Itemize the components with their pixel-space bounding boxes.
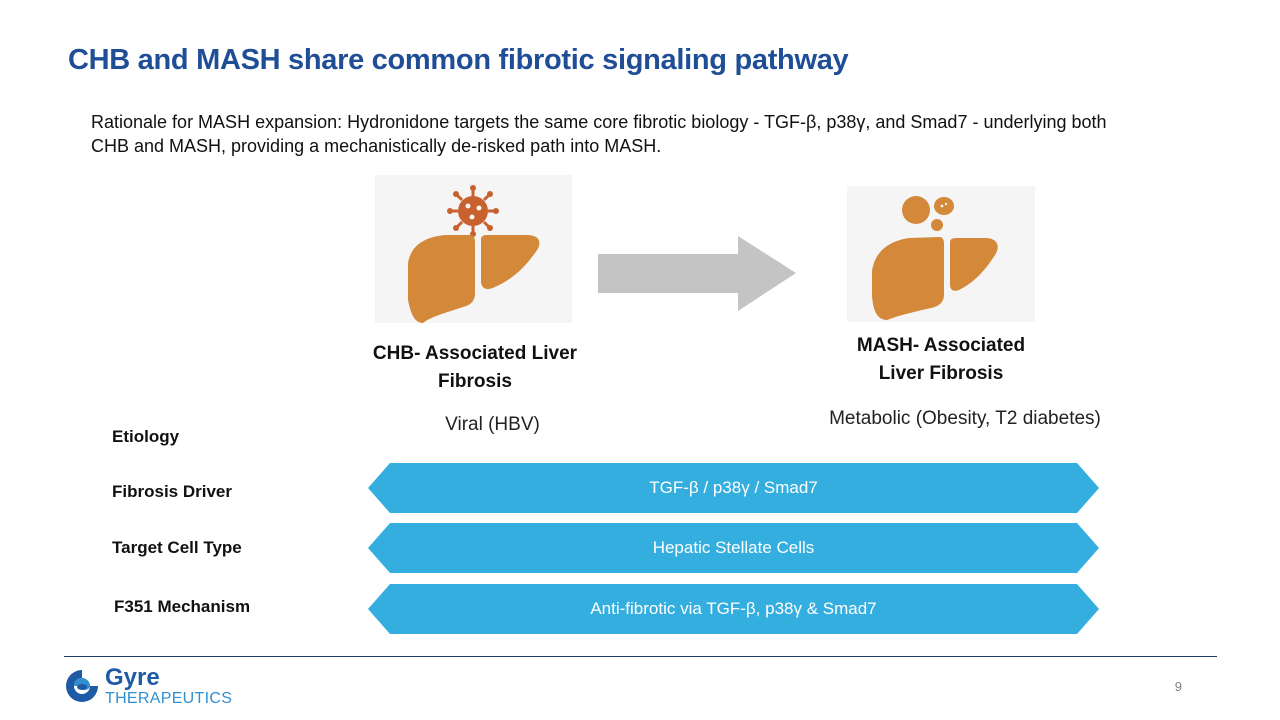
- band-mechanism: Anti-fibrotic via TGF-β, p38γ & Smad7: [368, 584, 1099, 634]
- logo-name: Gyre: [105, 664, 160, 691]
- mash-liver-image: [847, 186, 1035, 322]
- gyre-logo-icon: [66, 670, 98, 702]
- logo-subtitle: THERAPEUTICS: [105, 690, 233, 707]
- chb-caption: CHB- Associated Liver Fibrosis: [340, 340, 610, 396]
- footer-divider: [64, 656, 1217, 657]
- band-fibrosis-driver: TGF-β / p38γ / Smad7: [368, 463, 1099, 513]
- chb-liver-image: [375, 175, 572, 323]
- row-label-target-cell: Target Cell Type: [112, 538, 242, 557]
- liver-virus-icon: [408, 185, 540, 323]
- chb-etiology: Viral (HBV): [445, 414, 540, 435]
- mash-caption: MASH- Associated Liver Fibrosis: [810, 332, 1072, 388]
- page-title: CHB and MASH share common fibrotic signa…: [68, 44, 849, 76]
- mash-caption-line1: MASH- Associated: [856, 335, 1026, 356]
- band-target-cell-text: Hepatic Stellate Cells: [652, 538, 815, 557]
- row-label-fibrosis-driver: Fibrosis Driver: [112, 482, 232, 501]
- liver-fat-icon: [872, 196, 998, 320]
- band-mechanism-text: Anti-fibrotic via TGF-β, p38γ & Smad7: [590, 599, 877, 618]
- rationale-text: Rationale for MASH expansion: Hydronidon…: [91, 112, 1107, 156]
- mash-etiology: Metabolic (Obesity, T2 diabetes): [829, 408, 1101, 429]
- right-arrow-icon: [598, 236, 796, 311]
- band-target-cell: Hepatic Stellate Cells: [368, 523, 1099, 573]
- chb-caption-line1: CHB- Associated Liver: [372, 343, 578, 364]
- mash-caption-line2: Liver Fibrosis: [878, 363, 1004, 384]
- band-fibrosis-driver-text: TGF-β / p38γ / Smad7: [649, 478, 818, 497]
- chb-caption-line2: Fibrosis: [438, 371, 512, 392]
- row-label-mechanism: F351 Mechanism: [114, 597, 251, 616]
- page-number: 9: [1174, 679, 1182, 694]
- row-label-etiology: Etiology: [112, 427, 180, 446]
